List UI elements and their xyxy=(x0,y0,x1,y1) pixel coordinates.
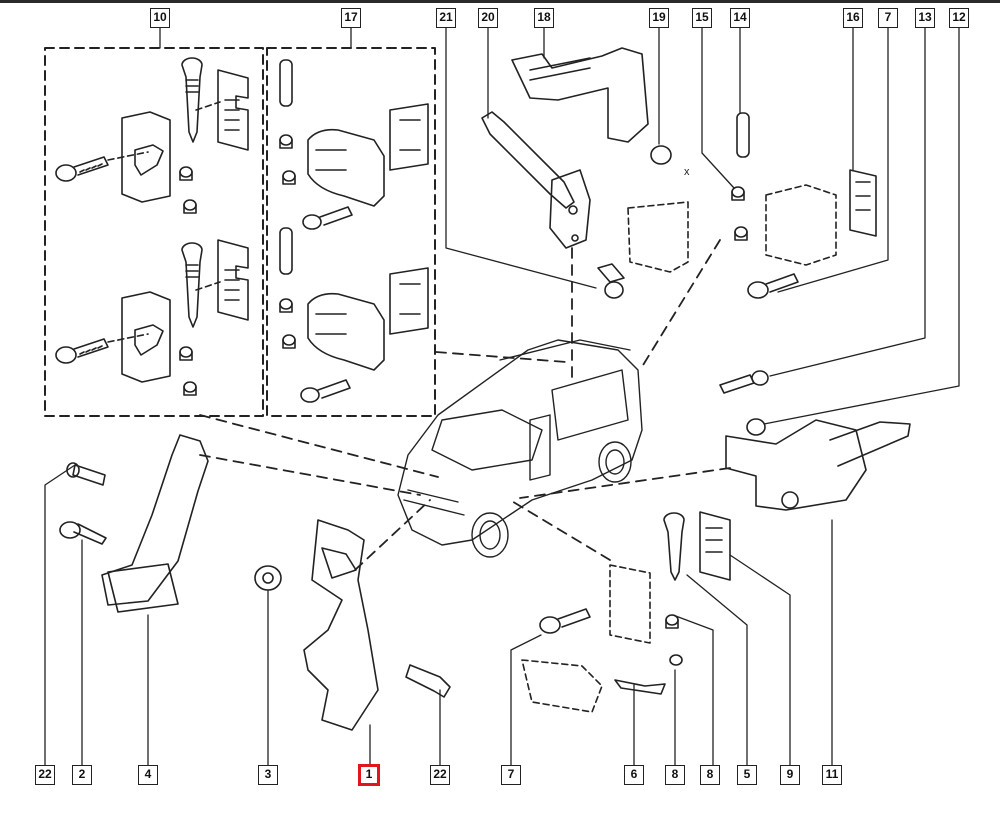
side-door-hinge-11 xyxy=(719,370,911,511)
hinge-assembly-upper-17 xyxy=(279,59,429,230)
callout-3[interactable]: 3 xyxy=(258,765,278,785)
callout-4[interactable]: 4 xyxy=(138,765,158,785)
callout-5[interactable]: 5 xyxy=(737,765,757,785)
callout-9[interactable]: 9 xyxy=(780,765,800,785)
window-top-border xyxy=(0,0,1000,3)
door-check-strap-20 xyxy=(481,111,625,299)
group-box-10 xyxy=(44,47,264,417)
callout-12[interactable]: 12 xyxy=(949,8,969,28)
hinge-bracket-4 xyxy=(59,434,209,613)
callout-14[interactable]: 14 xyxy=(730,8,750,28)
assembly-lines xyxy=(199,239,731,571)
callout-18[interactable]: 18 xyxy=(534,8,554,28)
callout-17[interactable]: 17 xyxy=(341,8,361,28)
leader-lines xyxy=(44,27,960,766)
callout-7-bottom[interactable]: 7 xyxy=(501,765,521,785)
callout-20[interactable]: 20 xyxy=(478,8,498,28)
rear-door-hinge-14-15-16 xyxy=(627,112,877,299)
callout-8-b[interactable]: 8 xyxy=(700,765,720,785)
lower-hinge-assembly-5-9 xyxy=(521,511,731,713)
callout-8-a[interactable]: 8 xyxy=(665,765,685,785)
callout-21[interactable]: 21 xyxy=(436,8,456,28)
callout-10[interactable]: 10 xyxy=(150,8,170,28)
callout-7-top[interactable]: 7 xyxy=(878,8,898,28)
hinge-assembly-upper-10 xyxy=(55,57,249,214)
hinge-bracket-1 xyxy=(254,519,451,731)
hinge-assembly-lower-17 xyxy=(279,227,429,403)
hinge-assembly-lower-10 xyxy=(55,239,249,396)
callout-11[interactable]: 11 xyxy=(822,765,842,785)
callout-1-highlighted[interactable]: 1 xyxy=(358,764,380,786)
callout-2[interactable]: 2 xyxy=(72,765,92,785)
callout-16[interactable]: 16 xyxy=(843,8,863,28)
callout-19[interactable]: 19 xyxy=(649,8,669,28)
callout-6[interactable]: 6 xyxy=(624,765,644,785)
x-annotation: x xyxy=(684,166,690,178)
callout-22-left[interactable]: 22 xyxy=(35,765,55,785)
vehicle-van xyxy=(397,339,643,558)
door-check-bracket-18 xyxy=(511,47,672,165)
callout-22-center[interactable]: 22 xyxy=(430,765,450,785)
callout-15[interactable]: 15 xyxy=(692,8,712,28)
callout-13[interactable]: 13 xyxy=(915,8,935,28)
